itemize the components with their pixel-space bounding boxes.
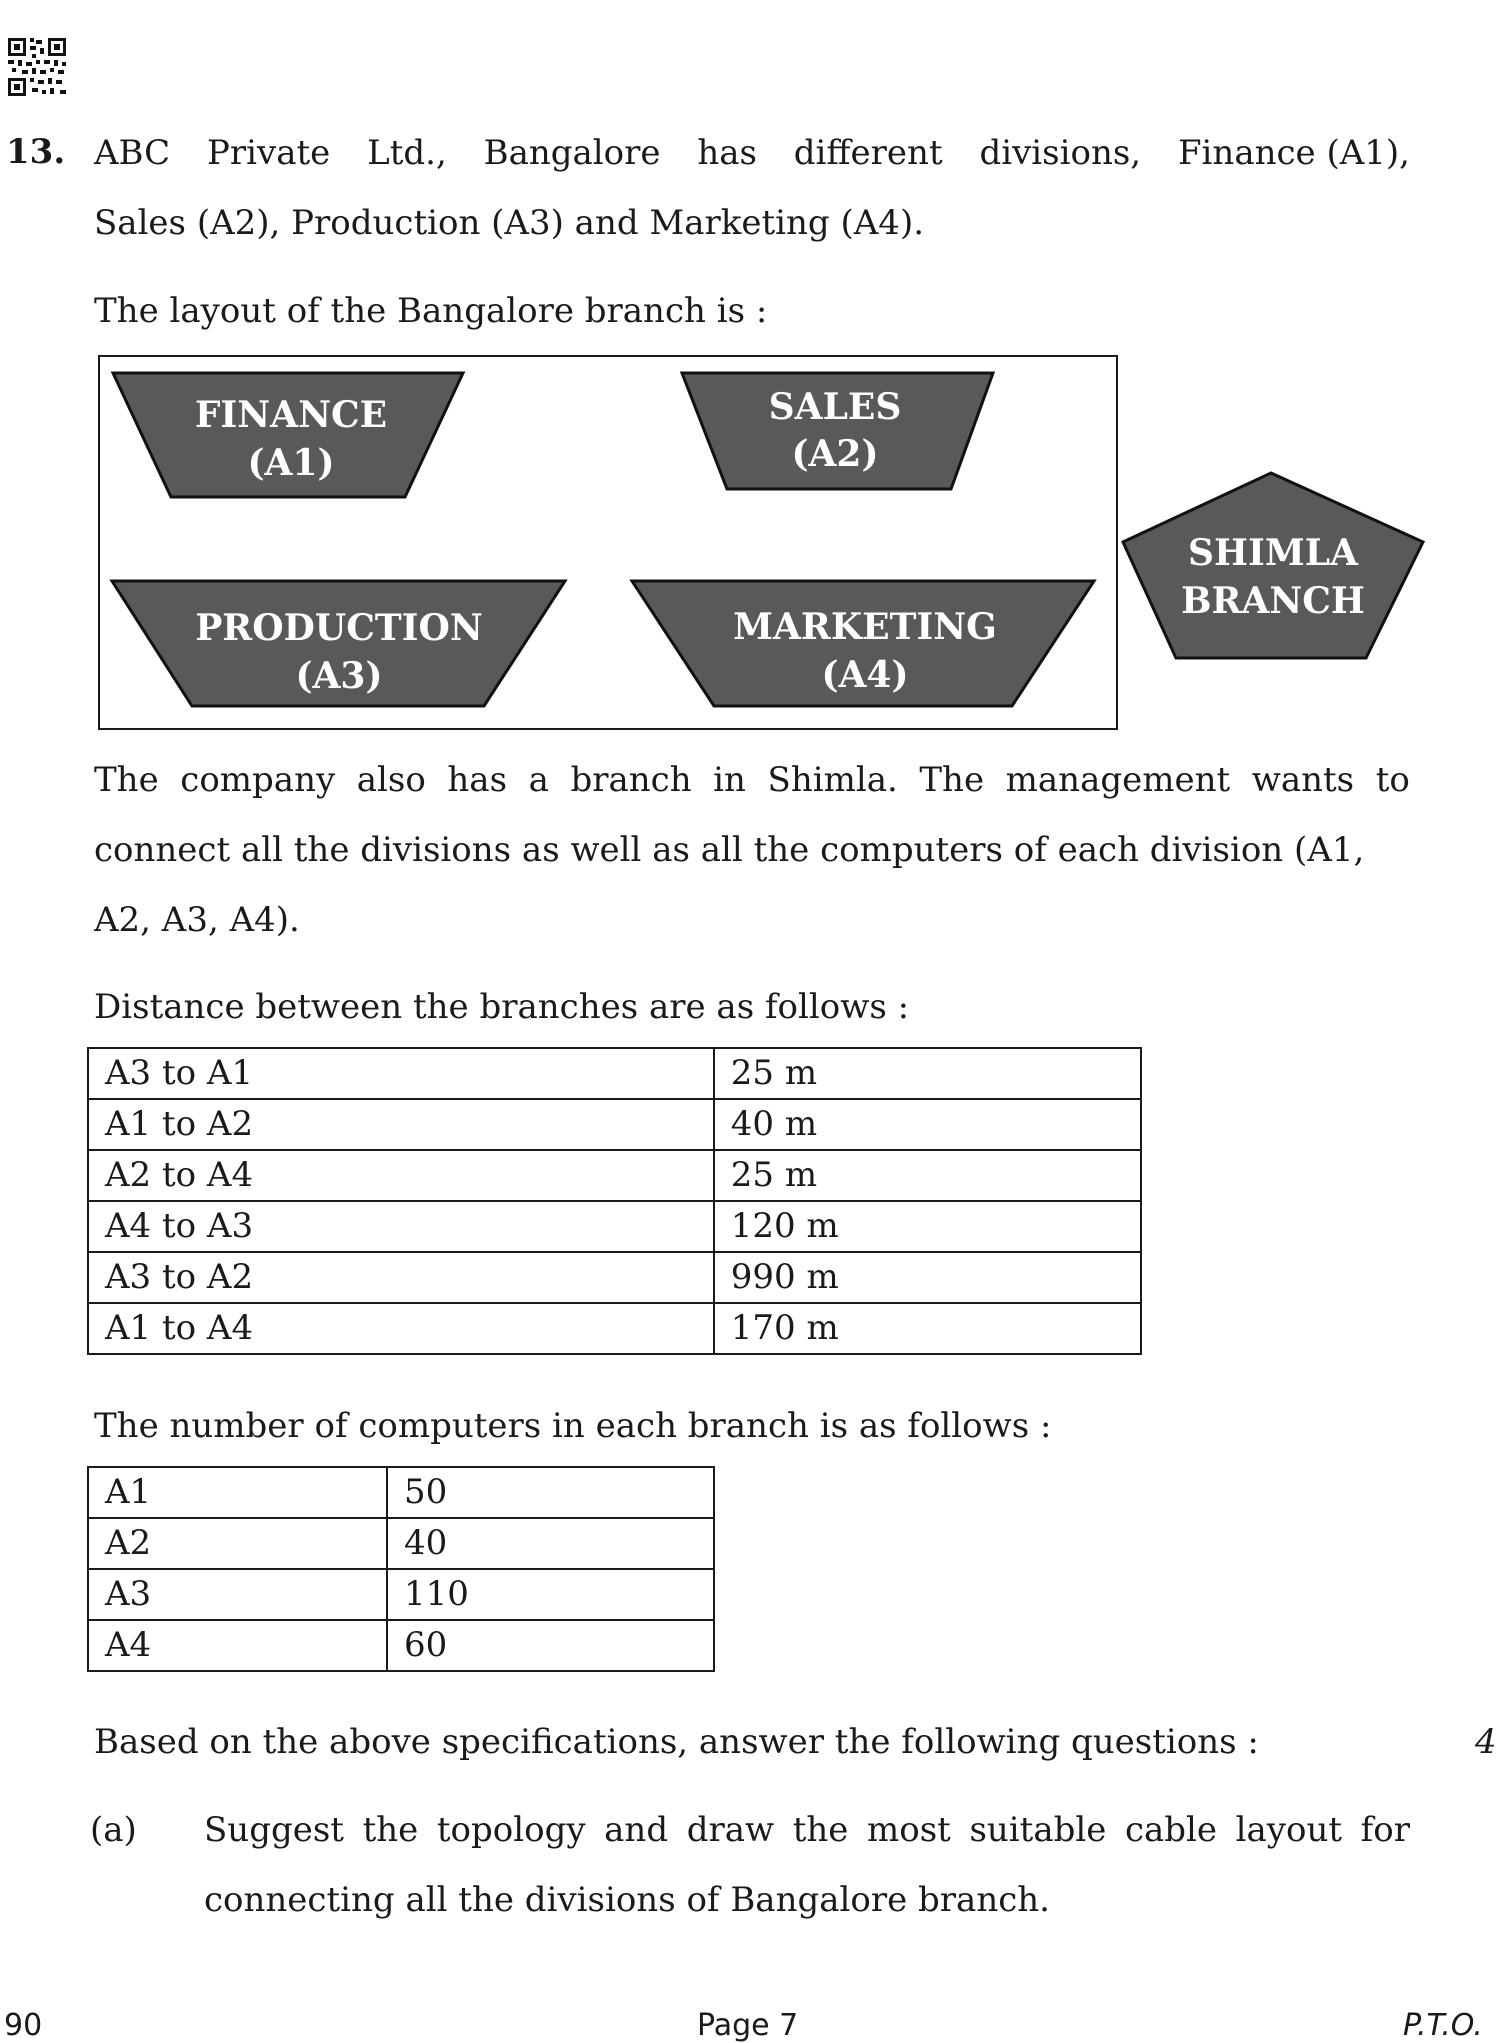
- computers-heading: The number of computers in each branch i…: [94, 1406, 1052, 1446]
- route-cell: A4 to A3: [87, 1200, 715, 1253]
- footer-page-number: Page 7: [697, 2008, 799, 2043]
- shimla-block: [1121, 471, 1426, 660]
- footer-page-code: 90: [4, 2008, 43, 2043]
- shimla-label-line1: SHIMLA: [1188, 532, 1359, 574]
- qr-code: [6, 36, 68, 98]
- marketing-label-line2: (A4): [821, 654, 908, 696]
- intro-word: different: [793, 133, 943, 173]
- branch-cell: A1: [86, 1466, 389, 1519]
- branch-text-word: company: [180, 760, 336, 800]
- sales-block: [679, 371, 996, 491]
- computer-count-cell: 60: [386, 1619, 715, 1672]
- intro-word: divisions,: [979, 133, 1142, 173]
- marketing-block: [629, 579, 1097, 708]
- question-number: 13.: [6, 132, 66, 172]
- branch-text-word: The: [919, 760, 985, 800]
- route-cell: A3 to A2: [87, 1251, 715, 1304]
- distance-cell: 170 m: [712, 1302, 1143, 1355]
- sub-question-word: for: [1360, 1810, 1410, 1850]
- instructions-text: Based on the above specifications, answe…: [94, 1722, 1259, 1762]
- branch-cell: A2: [86, 1517, 389, 1570]
- intro-word: Ltd.,: [367, 133, 447, 173]
- branch-text-line-2: connect all the divisions as well as all…: [94, 830, 1365, 870]
- branch-cell: A4: [86, 1619, 389, 1672]
- route-cell: A2 to A4: [87, 1149, 715, 1202]
- route-cell: A1 to A2: [87, 1098, 715, 1151]
- route-cell: A1 to A4: [87, 1302, 715, 1355]
- finance-label-line2: (A1): [247, 442, 334, 484]
- branch-layout-diagram: FINANCE (A1) SALES (A2) PRODUCTION (A3) MARKET…: [109, 371, 1426, 708]
- production-block: [109, 579, 568, 708]
- intro-word: Finance (A1),: [1177, 133, 1410, 173]
- sub-question-label: (a): [90, 1810, 137, 1850]
- sub-question-word: suitable: [969, 1810, 1107, 1850]
- distance-cell: 25 m: [712, 1047, 1143, 1100]
- finance-block: [110, 371, 466, 499]
- production-label-line2: (A3): [295, 655, 382, 697]
- intro-word: Bangalore: [483, 133, 661, 173]
- production-label-line1: PRODUCTION: [195, 607, 483, 649]
- branch-text-word: wants: [1251, 760, 1355, 800]
- sub-question-word: draw: [686, 1810, 775, 1850]
- computer-count-cell: 50: [386, 1466, 715, 1519]
- finance-label-line1: FINANCE: [195, 394, 387, 436]
- distance-cell: 120 m: [712, 1200, 1143, 1253]
- branch-text-line-3: A2, A3, A4).: [94, 900, 300, 940]
- intro-line-2: Sales (A2), Production (A3) and Marketin…: [94, 203, 925, 243]
- sales-label-line1: SALES: [769, 386, 902, 428]
- sub-question-word: layout: [1235, 1810, 1343, 1850]
- intro-line-1: ABC Private Ltd., Bangalore has different divi…: [94, 118, 1410, 188]
- distance-cell: 990 m: [712, 1251, 1143, 1304]
- branch-cell: A3: [86, 1568, 389, 1621]
- distance-cell: 25 m: [712, 1149, 1143, 1202]
- intro-word: has: [697, 133, 757, 173]
- branch-text-word: The: [94, 760, 159, 800]
- shimla-label-line2: BRANCH: [1181, 580, 1365, 622]
- route-cell: A3 to A1: [87, 1047, 715, 1100]
- branch-text-word: Shimla.: [767, 760, 898, 800]
- intro-word: Private: [207, 133, 331, 173]
- distance-cell: 40 m: [712, 1098, 1143, 1151]
- branch-text-word: a: [528, 760, 549, 800]
- branch-text-word: in: [713, 760, 746, 800]
- sub-question-word: the: [362, 1810, 419, 1850]
- branch-text-word: management: [1005, 760, 1231, 800]
- sub-question-word: and: [604, 1810, 669, 1850]
- computer-count-cell: 40: [386, 1517, 715, 1570]
- branch-text-word: also: [356, 760, 426, 800]
- sub-question-word: topology: [436, 1810, 586, 1850]
- marketing-label-line1: MARKETING: [733, 606, 997, 648]
- sub-question-word: most: [867, 1810, 951, 1850]
- branch-text-word: has: [447, 760, 508, 800]
- footer-pto: P.T.O.: [1403, 2008, 1483, 2043]
- sub-question-word: cable: [1124, 1810, 1218, 1850]
- intro-word: ABC: [94, 133, 171, 173]
- distance-heading: Distance between the branches are as fol…: [94, 987, 910, 1027]
- bangalore-layout-box: [98, 355, 1118, 730]
- sales-label-line2: (A2): [791, 433, 878, 475]
- branch-text-word: to: [1375, 760, 1410, 800]
- sub-question-line-2: connecting all the divisions of Bangalor…: [204, 1880, 1050, 1920]
- computer-count-cell: 110: [386, 1568, 715, 1621]
- sub-question-word: the: [792, 1810, 849, 1850]
- layout-heading: The layout of the Bangalore branch is :: [94, 291, 768, 331]
- branch-text-word: branch: [570, 760, 692, 800]
- marks: 4: [1475, 1722, 1497, 1762]
- sub-question-word: Suggest: [204, 1810, 344, 1850]
